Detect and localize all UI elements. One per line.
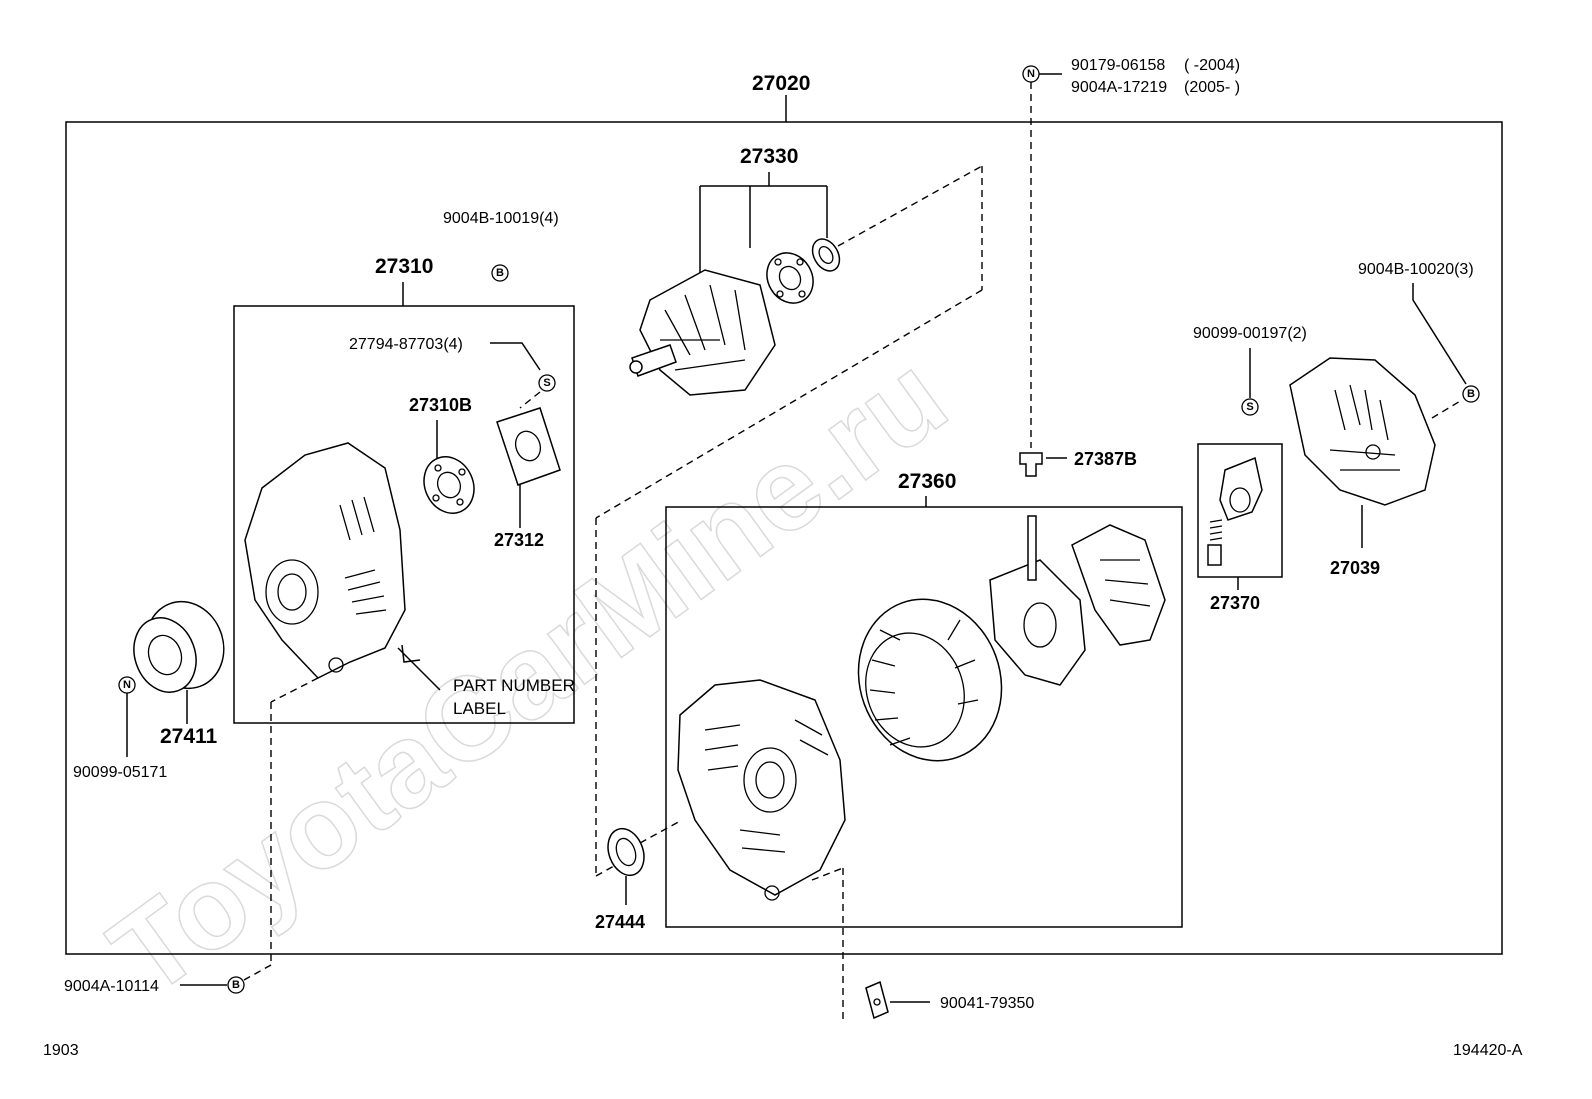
- rectifier-holder-icon: [989, 515, 1086, 686]
- label-9004a-17219: 9004A-17219: [1071, 79, 1167, 96]
- nut-mark-n-top: N: [1022, 65, 1040, 83]
- part-number-label-note-line2: LABEL: [453, 699, 506, 718]
- svg-text:N: N: [1027, 68, 1035, 80]
- svg-text:N: N: [123, 679, 131, 691]
- rotor-icon: [629, 269, 776, 396]
- screw-mark-s-left: S: [538, 374, 556, 392]
- screw-mark-s-right: S: [1241, 398, 1259, 416]
- bolt-mark-b-top: B: [491, 264, 509, 282]
- terminal-insulator-icon: [1019, 452, 1043, 477]
- label-27360: 27360: [898, 470, 956, 493]
- svg-text:S: S: [1246, 401, 1253, 413]
- drive-end-frame-box: [233, 305, 575, 724]
- label-9004b-10019: 9004B-10019(4): [443, 210, 559, 227]
- label-27310: 27310: [375, 255, 433, 278]
- drive-end-frame-icon: [244, 442, 406, 679]
- label-27411: 27411: [160, 725, 218, 748]
- bearing-retainer-plate-icon: [496, 407, 561, 486]
- rotor-spacer-icon: [811, 238, 841, 272]
- label-27039: 27039: [1330, 558, 1380, 578]
- label-9004a-17219-range: (2005- ): [1184, 79, 1240, 96]
- rectifier-washer-icon: [607, 827, 645, 877]
- rear-end-cover-icon: [1289, 357, 1436, 506]
- footer-page-code: 1903: [43, 1042, 79, 1059]
- label-90179-06158-range: ( -2004): [1184, 57, 1240, 74]
- pulley-icon: [133, 600, 225, 693]
- label-27020: 27020: [752, 72, 810, 95]
- drive-end-bearing-icon: [423, 456, 475, 514]
- terminal-clip-icon: [865, 980, 889, 1020]
- rectifier-end-frame-icon: [677, 679, 846, 901]
- label-90041-79350: 90041-79350: [940, 995, 1034, 1012]
- label-27794-87703: 27794-87703(4): [349, 336, 463, 353]
- stator-icon: [857, 598, 1003, 762]
- label-27444: 27444: [595, 912, 645, 932]
- svg-text:S: S: [543, 377, 550, 389]
- part-number-label-note-line1: PART NUMBER: [453, 676, 575, 695]
- svg-text:B: B: [496, 267, 504, 279]
- assembly-frame: [65, 121, 1503, 955]
- brush-holder-icon: [1207, 456, 1263, 566]
- brush-holder-plate-icon: [1071, 524, 1166, 646]
- label-90099-05171: 90099-05171: [73, 764, 167, 781]
- label-90099-00197: 90099-00197(2): [1193, 325, 1307, 342]
- bolt-mark-b-bottom: B: [227, 976, 245, 994]
- label-27312: 27312: [494, 530, 544, 550]
- footer-diagram-code: 194420-A: [1453, 1042, 1523, 1059]
- label-27370: 27370: [1210, 593, 1260, 613]
- bolt-mark-b-right: B: [1462, 385, 1480, 403]
- brush-holder-box: [1197, 443, 1283, 578]
- rotor-bearing-icon: [766, 252, 814, 304]
- label-9004b-10020: 9004B-10020(3): [1358, 261, 1474, 278]
- label-9004a-10114: 9004A-10114: [64, 978, 159, 995]
- svg-text:B: B: [1467, 388, 1475, 400]
- svg-text:B: B: [232, 979, 240, 991]
- label-27310b: 27310B: [409, 395, 472, 415]
- label-27387b: 27387B: [1074, 449, 1137, 469]
- nut-mark-n-left: N: [118, 676, 136, 694]
- rectifier-end-frame-box: [665, 506, 1183, 928]
- label-90179-06158: 90179-06158: [1071, 57, 1165, 74]
- label-27330: 27330: [740, 145, 798, 168]
